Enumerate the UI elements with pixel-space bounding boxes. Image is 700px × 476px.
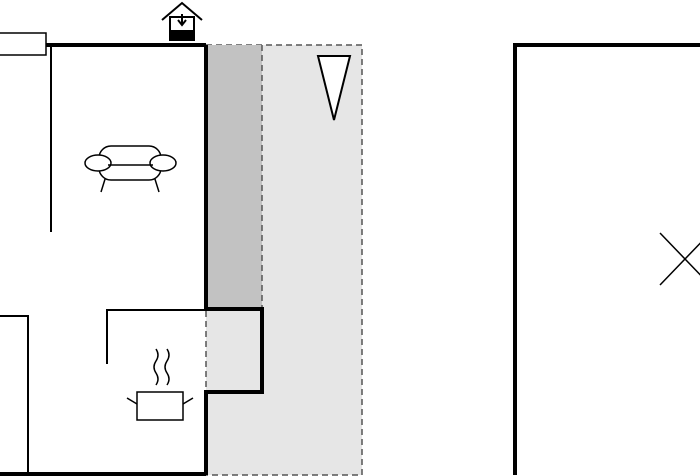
sofa-icon	[84, 145, 177, 193]
north-arrow-icon	[316, 55, 352, 121]
adjacent-room-walls	[513, 43, 700, 475]
bed-cross-icon	[659, 232, 700, 286]
cooking-pot-icon	[126, 348, 194, 421]
house-entrance-icon	[161, 1, 203, 41]
window-icon	[0, 32, 47, 56]
interior-walls	[0, 45, 206, 474]
balcony-area	[206, 45, 262, 307]
